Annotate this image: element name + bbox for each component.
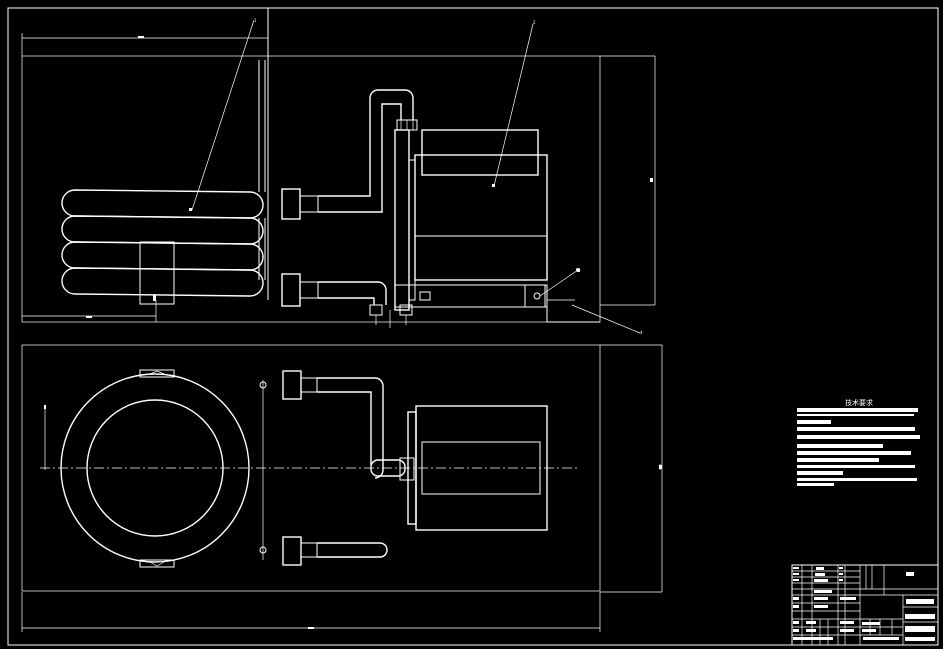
lower-pipe <box>281 273 387 307</box>
drawing-frame <box>7 7 939 646</box>
upper-pipe <box>281 89 418 220</box>
front-elevation-view: 1 2 3 4 <box>21 18 656 335</box>
leader-label-coil: 1 <box>254 18 257 23</box>
bottom-left-dimension <box>22 300 157 322</box>
tech-requirements-heading: 技术要求 <box>845 398 873 407</box>
leader-label-motor: 2 <box>533 20 536 25</box>
technical-requirements: 技术要求 <box>797 398 920 486</box>
leader-lines: 1 2 3 4 <box>189 18 653 335</box>
plan-pipes <box>259 370 415 566</box>
right-footing <box>546 299 600 323</box>
motor-housing <box>369 129 548 328</box>
coil-side-view <box>61 60 266 305</box>
plan-view <box>21 344 663 632</box>
coil-ring-top-view <box>60 369 250 568</box>
leader-label-corner: 4 <box>640 330 643 335</box>
title-block <box>791 564 939 646</box>
plan-motor <box>407 405 548 531</box>
top-dimension <box>21 33 269 56</box>
